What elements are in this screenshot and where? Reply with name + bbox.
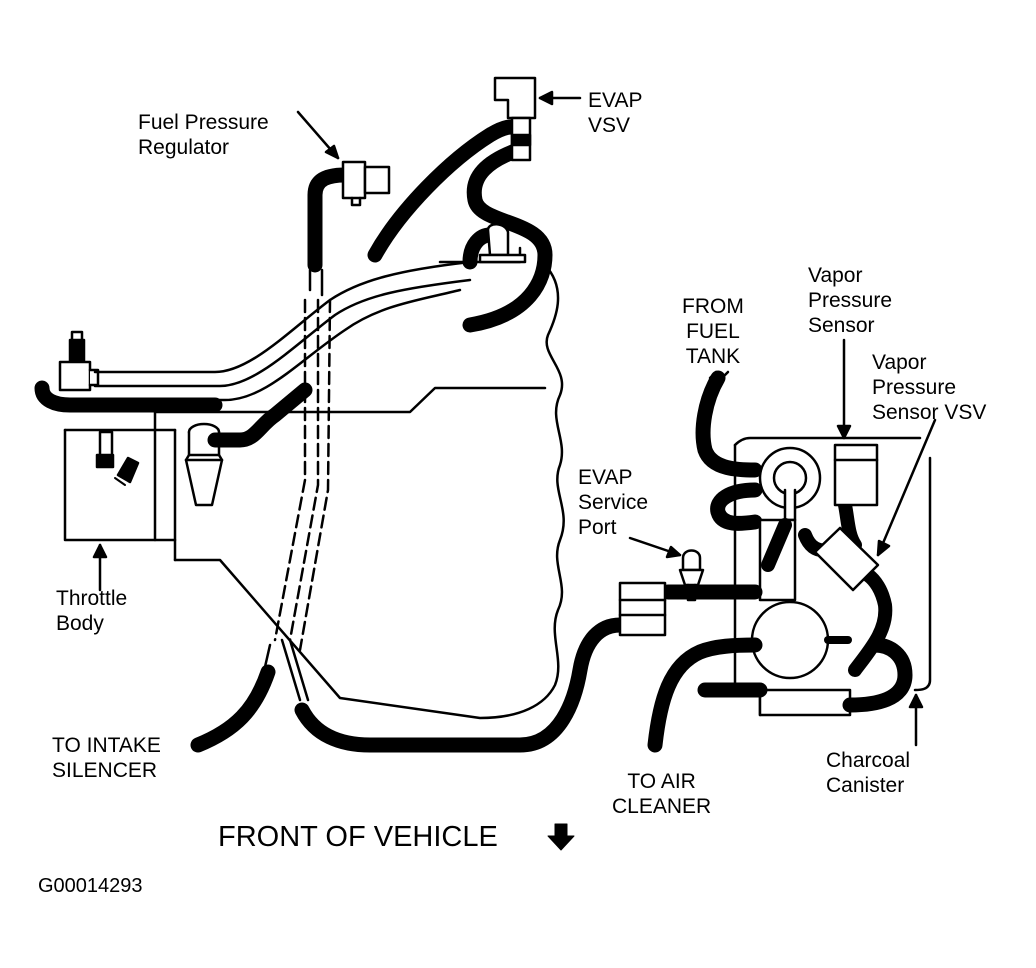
manifold-fitting [478,223,527,264]
label-line: EVAP [588,89,643,112]
from-fuel-tank-label: FROM FUEL TANK [682,294,744,369]
canister-body [750,518,852,717]
label-line: TO INTAKE [52,734,161,757]
label-line: VSV [588,114,631,137]
fuel-tank-hose [695,370,763,531]
evap-vsv-label: EVAP VSV [588,88,642,138]
front-of-vehicle-label: FRONT OF VEHICLE [218,821,498,853]
label-line: FUEL [686,320,740,343]
left-valve [58,330,100,392]
leader-arrows [92,90,937,747]
vapor-pressure-sensor-label: Vapor Pressure Sensor [808,263,892,338]
fuel-pressure-regulator-label: Fuel Pressure Regulator [138,110,269,160]
label-line: Service [578,491,649,514]
intake-plenum [63,263,565,720]
to-intake-silencer-label: TO INTAKE SILENCER [52,733,161,783]
label-line: FROM [682,295,744,318]
label-line: Sensor [808,314,875,337]
thick-hoses [34,119,628,753]
charcoal-canister-label: Charcoal Canister [826,748,910,798]
evap-service-port-label: EVAP Service Port [578,465,648,540]
to-air-cleaner-label: TO AIR CLEANER [612,769,711,819]
label-line: Fuel Pressure [138,111,269,134]
figure-code: G00014293 [38,875,143,897]
label-line: Pressure [872,376,957,399]
label-line: Regulator [138,136,230,159]
label-line: EVAP [578,466,633,489]
label-line: Throttle [56,587,128,610]
dashed-lines [273,298,332,652]
fuel-pressure-regulator [341,160,391,207]
label-line: Pressure [808,289,893,312]
vapor-pressure-sensor-vsv-label: Vapor Pressure Sensor VSV [872,350,986,425]
evap-vsv [493,76,537,162]
vapor-pressure-sensor [833,443,879,507]
fuel-tank-hose-end [708,370,730,380]
throttle-body-sensors [95,430,140,486]
label-line: Port [578,516,617,539]
label-line: Vapor [808,264,863,287]
canister-valve [758,446,822,522]
vapor-pressure-sensor-vsv [813,526,880,592]
thin-lines [93,246,522,402]
label-line: Vapor [872,351,927,374]
label-line: Sensor VSV [872,401,987,424]
label-line: SILENCER [52,759,158,782]
service-port [678,549,705,602]
hose-connector [618,581,667,637]
label-line: CLEANER [612,795,712,818]
label-line: Charcoal [826,749,911,772]
front-arrow-icon [547,823,575,851]
throttle-body-label: Throttle Body [56,586,127,636]
label-line: TANK [685,345,741,368]
air-cleaner-hose [647,637,913,753]
label-line: Body [56,612,104,635]
label-line: TO AIR [627,770,696,793]
label-line: Canister [826,774,905,797]
